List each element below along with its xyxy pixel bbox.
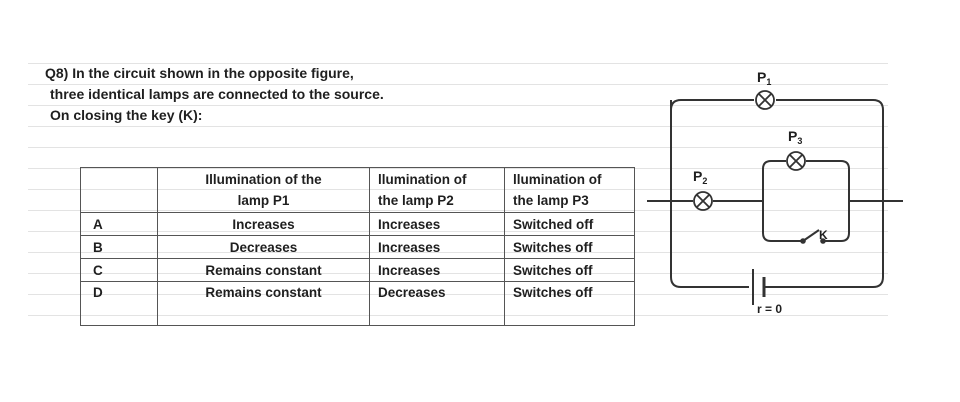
p1-value: Remains constant — [157, 281, 370, 326]
option-letter: A — [80, 212, 158, 236]
notebook-line — [28, 126, 888, 127]
notebook-line — [28, 147, 888, 148]
p3-value: Switches off — [504, 258, 635, 282]
question-line-2: three identical lamps are connected to t… — [50, 86, 384, 102]
p1-value: Remains constant — [157, 258, 370, 282]
option-letter: D — [80, 281, 158, 326]
option-letter: B — [80, 235, 158, 259]
outer-wire-right — [769, 99, 884, 288]
key-switch-icon — [800, 229, 826, 244]
lamp-p3-icon — [786, 151, 806, 171]
outer-wire-left — [670, 100, 749, 288]
table-row: B Decreases Increases Switches off — [80, 235, 635, 259]
lamp-p2-label: P2 — [693, 168, 707, 186]
option-header-cell — [80, 167, 158, 213]
inner-wire-top-left — [762, 160, 786, 170]
lamp-p3-label: P3 — [788, 128, 802, 146]
p2-value: Increases — [369, 212, 505, 236]
header-p3: llumination of the lamp P3 — [504, 167, 635, 213]
lamp-p2-icon — [693, 191, 713, 211]
question-text: Q8) In the circuit shown in the opposite… — [45, 63, 384, 126]
inner-wire-left — [762, 179, 803, 242]
header-p2: llumination of the lamp P2 — [369, 167, 505, 213]
p3-value: Switched off — [504, 212, 635, 236]
circuit-svg: P1 P2 P3 K r = 0 — [647, 69, 903, 316]
p3-value: Switches off — [504, 235, 635, 259]
answers-table: Illumination of the lamp P1 llumination … — [80, 167, 635, 326]
p3-value: Switches off — [504, 281, 635, 326]
header-p1: Illumination of the lamp P1 — [157, 167, 370, 213]
battery-label: r = 0 — [757, 302, 782, 316]
notebook-line — [28, 84, 888, 85]
table-row: D Remains constant Decreases Switches of… — [80, 281, 635, 326]
table-row: C Remains constant Increases Switches of… — [80, 258, 635, 282]
table-header-row: Illumination of the lamp P1 llumination … — [80, 167, 635, 213]
battery-icon — [752, 269, 769, 305]
notebook-line — [28, 105, 888, 106]
question-line-1: Q8) In the circuit shown in the opposite… — [45, 65, 354, 81]
p2-value: Increases — [369, 235, 505, 259]
table-row: A Increases Increases Switched off — [80, 212, 635, 236]
question-line-3: On closing the key (K): — [50, 107, 203, 123]
option-letter: C — [80, 258, 158, 282]
lamp-p1-label: P1 — [757, 69, 771, 87]
outer-wire-top — [670, 99, 754, 111]
p2-value: Decreases — [369, 281, 505, 326]
notebook-line — [28, 63, 888, 64]
p2-value: Increases — [369, 258, 505, 282]
lamp-p1-icon — [755, 90, 775, 110]
key-label: K — [819, 228, 828, 242]
circuit-diagram: P1 P2 P3 K r = 0 — [645, 55, 903, 345]
p1-value: Decreases — [157, 235, 370, 259]
p1-value: Increases — [157, 212, 370, 236]
